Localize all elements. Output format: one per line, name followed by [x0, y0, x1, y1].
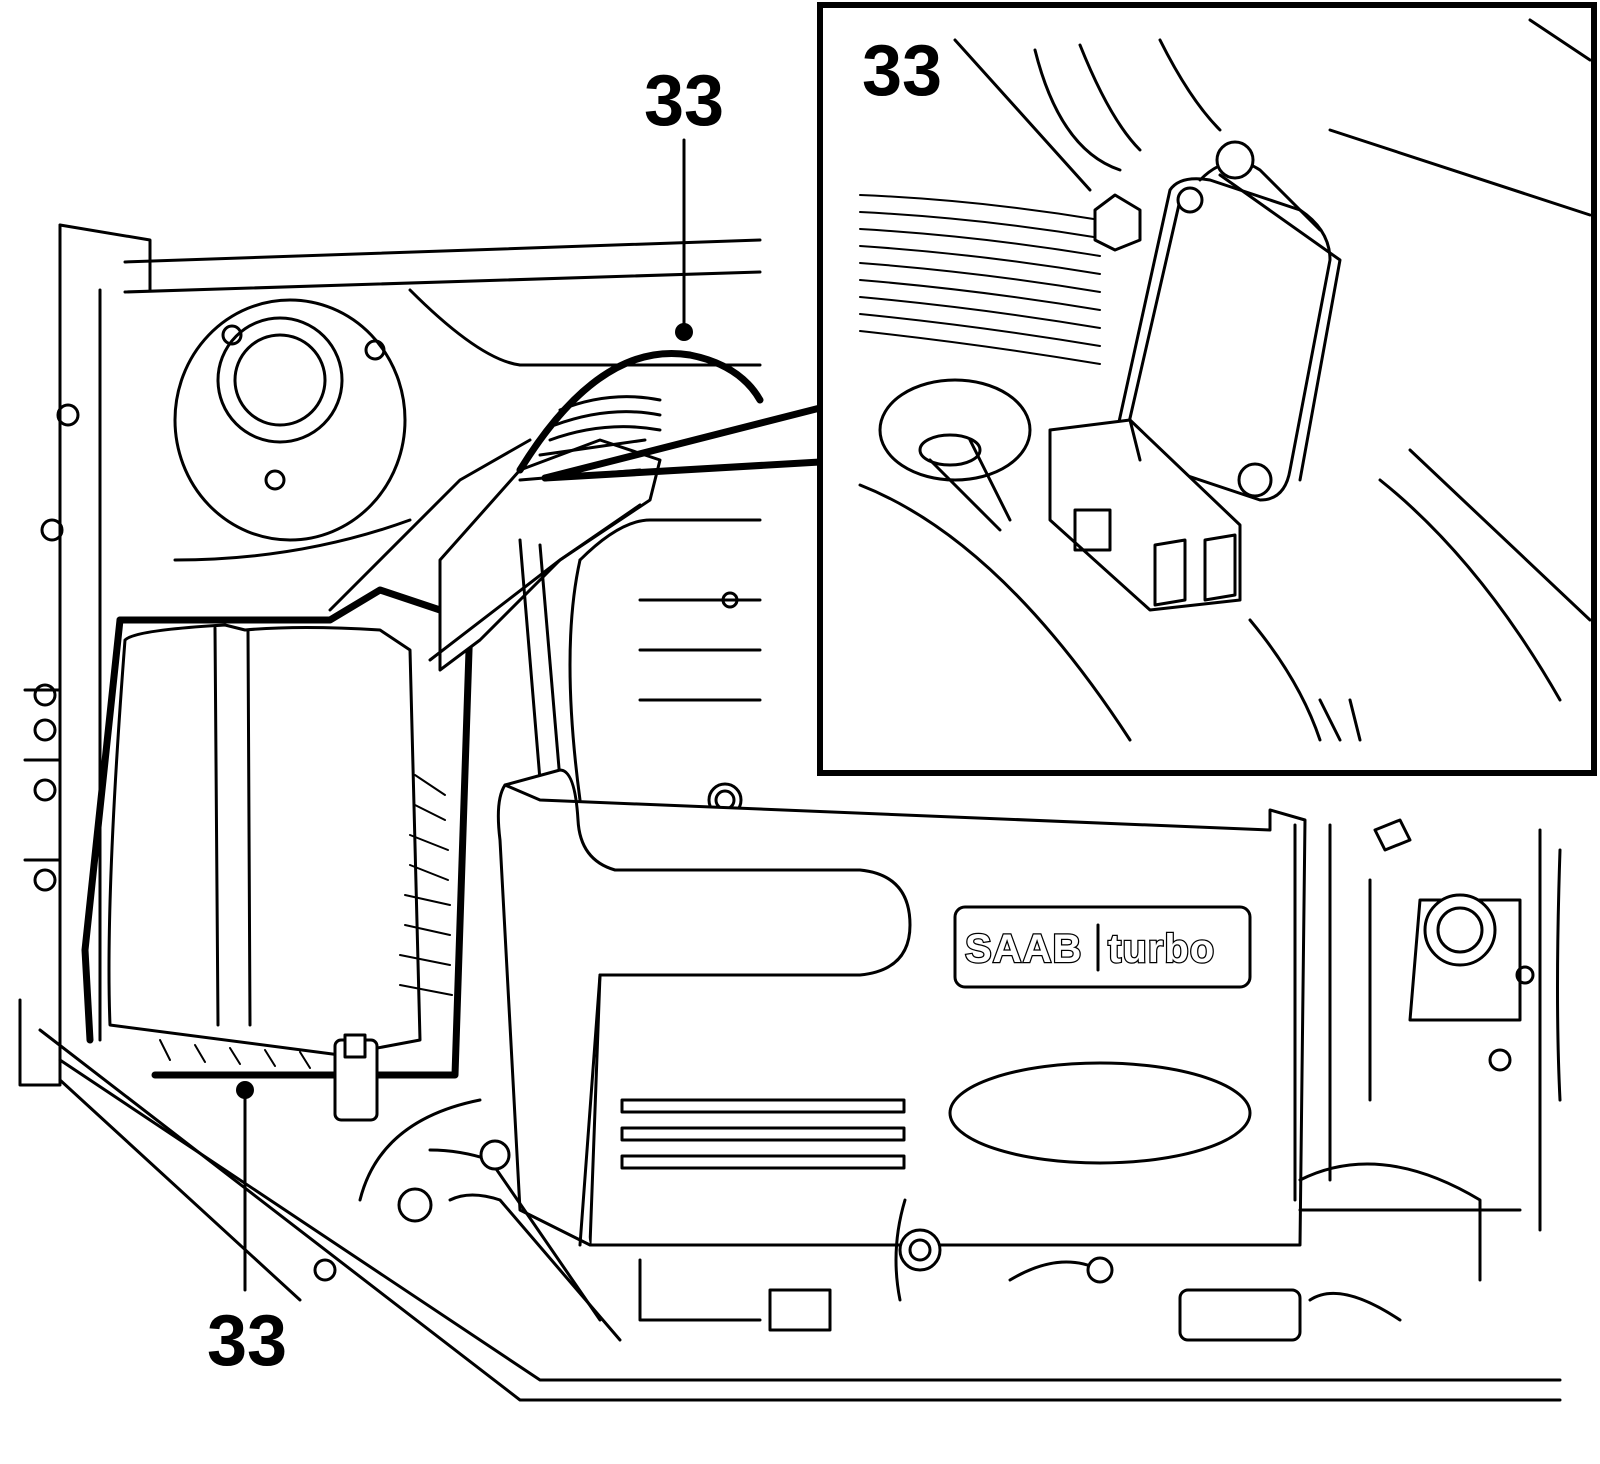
- callout-leaders: [236, 138, 693, 1292]
- wire-harness-top: [516, 350, 764, 474]
- callout-top: 33: [644, 61, 724, 141]
- saab-turbo-badge: [953, 905, 1252, 989]
- lower-hoses: [358, 1098, 1522, 1342]
- detail-inset: [817, 2, 1597, 776]
- inset-pointer: [541, 404, 824, 482]
- brake-fluid-reservoir: [1293, 818, 1562, 1232]
- strut-tower: [173, 288, 762, 562]
- callout-inset: 33: [862, 31, 942, 111]
- badge-model: turbo: [1108, 927, 1215, 971]
- body-frame: [18, 223, 1562, 1402]
- callout-bottom: 33: [207, 1301, 287, 1381]
- callout-labels: 33 33 33: [207, 31, 942, 1381]
- badge-brand: SAAB: [965, 927, 1082, 971]
- intake-hose: [328, 395, 662, 672]
- air-filter-housing: [81, 586, 474, 1122]
- engine-cover: SAAB turbo: [496, 768, 1307, 1247]
